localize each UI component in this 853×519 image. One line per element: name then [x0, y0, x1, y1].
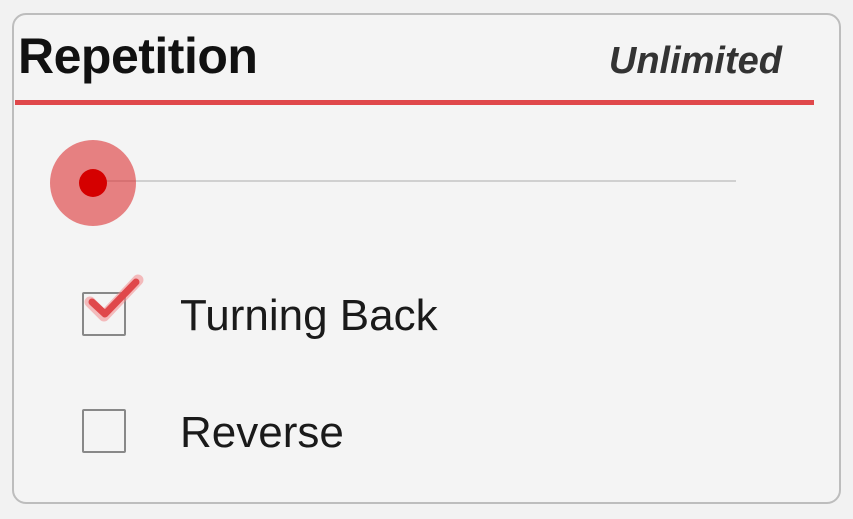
slider-track[interactable] — [94, 180, 736, 182]
slider-thumb[interactable] — [50, 140, 136, 226]
repetition-settings-card — [12, 13, 841, 504]
turning-back-checkbox[interactable] — [82, 274, 144, 336]
option-reverse[interactable]: Reverse — [68, 404, 668, 464]
reverse-label: Reverse — [180, 408, 344, 457]
repetition-slider[interactable] — [50, 140, 740, 226]
slider-thumb-knob[interactable] — [79, 169, 107, 197]
option-turning-back[interactable]: Turning Back — [68, 274, 668, 347]
reverse-checkbox[interactable] — [82, 409, 126, 453]
checkmark-icon — [84, 274, 144, 322]
setting-value: Unlimited — [608, 40, 782, 82]
turning-back-label: Turning Back — [180, 291, 438, 340]
setting-title: Repetition — [18, 28, 258, 84]
header-divider — [15, 100, 814, 105]
settings-header: Repetition Unlimited — [16, 28, 814, 90]
